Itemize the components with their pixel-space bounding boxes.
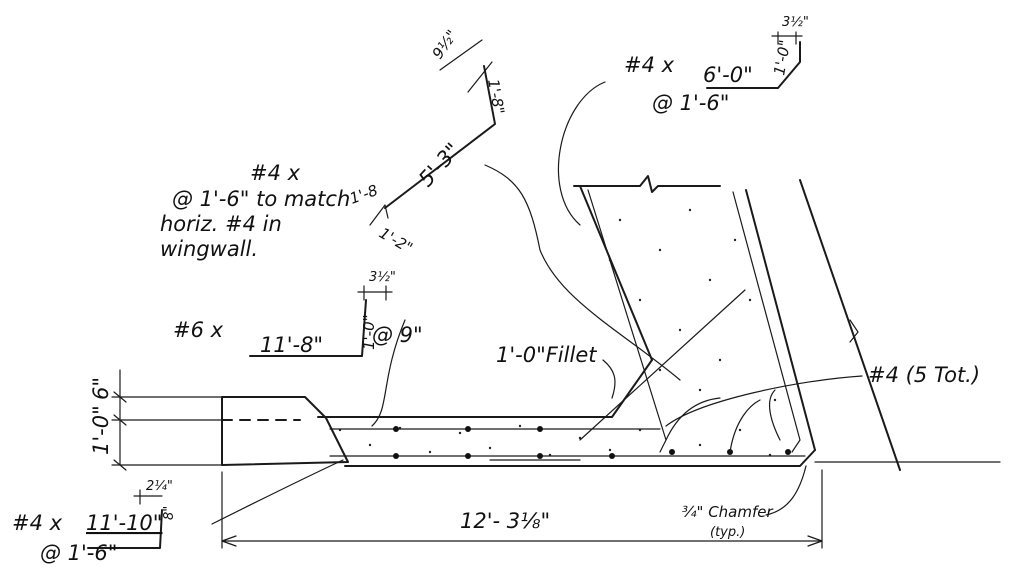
- bottom-bar-hook-offset: 2¼": [146, 479, 173, 494]
- leader-longit: [665, 375, 863, 427]
- hook-curve-2: [729, 399, 761, 453]
- break-mark: [849, 319, 859, 343]
- leader-fillet: [602, 359, 616, 399]
- top-bar-hook-offset: 3½": [782, 15, 809, 30]
- leader-chamfer: [765, 465, 807, 516]
- wing-bar-dim-c: 5'-3": [414, 138, 465, 191]
- wing-bar-angle: [369, 204, 389, 226]
- fillet-bar: [579, 289, 746, 441]
- left-stub-block: [221, 396, 349, 466]
- wall-top-break: [573, 175, 721, 193]
- adjacent-wall-line: [799, 179, 901, 471]
- heel-bar-hook-offset: 3½": [369, 270, 396, 285]
- slab-dim-upper: 6": [89, 377, 113, 400]
- top-bar-spacing: @ 1'-6": [652, 91, 729, 115]
- heel-bar-hook: 1'-0": [360, 314, 378, 350]
- rebar: [329, 189, 806, 461]
- longitudinal-bars: [393, 426, 791, 459]
- slab-top-edge: [317, 359, 653, 418]
- dimension-lines: [111, 369, 823, 549]
- bottom-bar-hook: 8": [162, 506, 177, 520]
- leader-wing-bar: [484, 164, 681, 381]
- front-wall-bar: [587, 189, 667, 453]
- fillet-label: 1'-0"Fillet: [496, 343, 597, 367]
- hook-curve-1: [665, 397, 721, 441]
- wing-bar-shape: [384, 65, 496, 209]
- wing-bar-mark: #4 x: [250, 161, 301, 185]
- overall-length: 12'- 3⅛": [460, 509, 550, 533]
- wing-bar-dim-a: 9½": [429, 27, 462, 63]
- top-bar-mark: #4 x: [624, 53, 675, 77]
- slab-dim-ticks: [113, 391, 127, 471]
- wing-bar-spacing: @ 1'-6" to match: [172, 187, 350, 211]
- bottom-bar-spacing: @ 1'-6": [40, 541, 117, 565]
- heel-bar-hook-dim: [357, 285, 393, 301]
- longit-label: #4 (5 Tot.): [868, 363, 980, 387]
- wall-front-face: [579, 185, 653, 361]
- leader-top-bar: [557, 81, 606, 226]
- heel-bar-shape: [249, 299, 367, 357]
- slab-extension-lines: [111, 396, 223, 466]
- wing-bar-dims: [439, 39, 493, 93]
- heel-bar-spacing: @ 9": [372, 323, 423, 347]
- wing-bar-dim-e: 1'-2": [376, 224, 416, 257]
- bottom-bar-length: 11'-10": [86, 511, 162, 535]
- concrete-stipple: [338, 208, 777, 457]
- leader-heel-bar: [371, 319, 406, 427]
- top-bar-hook: 1'-0": [770, 39, 794, 77]
- top-bar-hook-dim: [771, 31, 803, 45]
- bottom-bar-hook-dim: [133, 489, 163, 505]
- leader-bottom-bar: [211, 459, 344, 525]
- wing-bar-dim-d: 1'-8: [347, 181, 380, 208]
- top-bar-shape: [706, 41, 801, 89]
- slab-dim-lower: 1'-0": [89, 405, 113, 455]
- heel-bar-length: 11'-8": [260, 333, 323, 357]
- top-bar-length: 6'-0": [703, 63, 753, 87]
- bottom-bar-shape: [87, 509, 163, 549]
- hook-curve-3: [768, 389, 781, 441]
- footing-slab: [221, 175, 1001, 471]
- bottom-bar-mark: #4 x: [12, 511, 63, 535]
- bar-shapes: [87, 31, 803, 549]
- heel-bar-mark: #6 x: [173, 318, 224, 342]
- back-wall-bar: [732, 191, 801, 453]
- overall-dim-arrows: [221, 535, 823, 547]
- overall-extension-lines: [221, 469, 823, 549]
- chamfer-note: (typ.): [710, 525, 745, 540]
- slab-bottom-edge: [344, 449, 816, 467]
- wing-bar-dim-b: 1'-8": [484, 78, 508, 116]
- annotations: #4 x @ 1'-6" to match horiz. #4 in wingw…: [12, 15, 980, 565]
- wing-bar-note-line2: horiz. #4 in: [160, 212, 282, 236]
- wing-bar-note-line3: wingwall.: [160, 237, 258, 261]
- chamfer-label: ¾" Chamfer: [682, 503, 773, 521]
- wall-back-face: [745, 189, 816, 451]
- leaders: [211, 81, 863, 525]
